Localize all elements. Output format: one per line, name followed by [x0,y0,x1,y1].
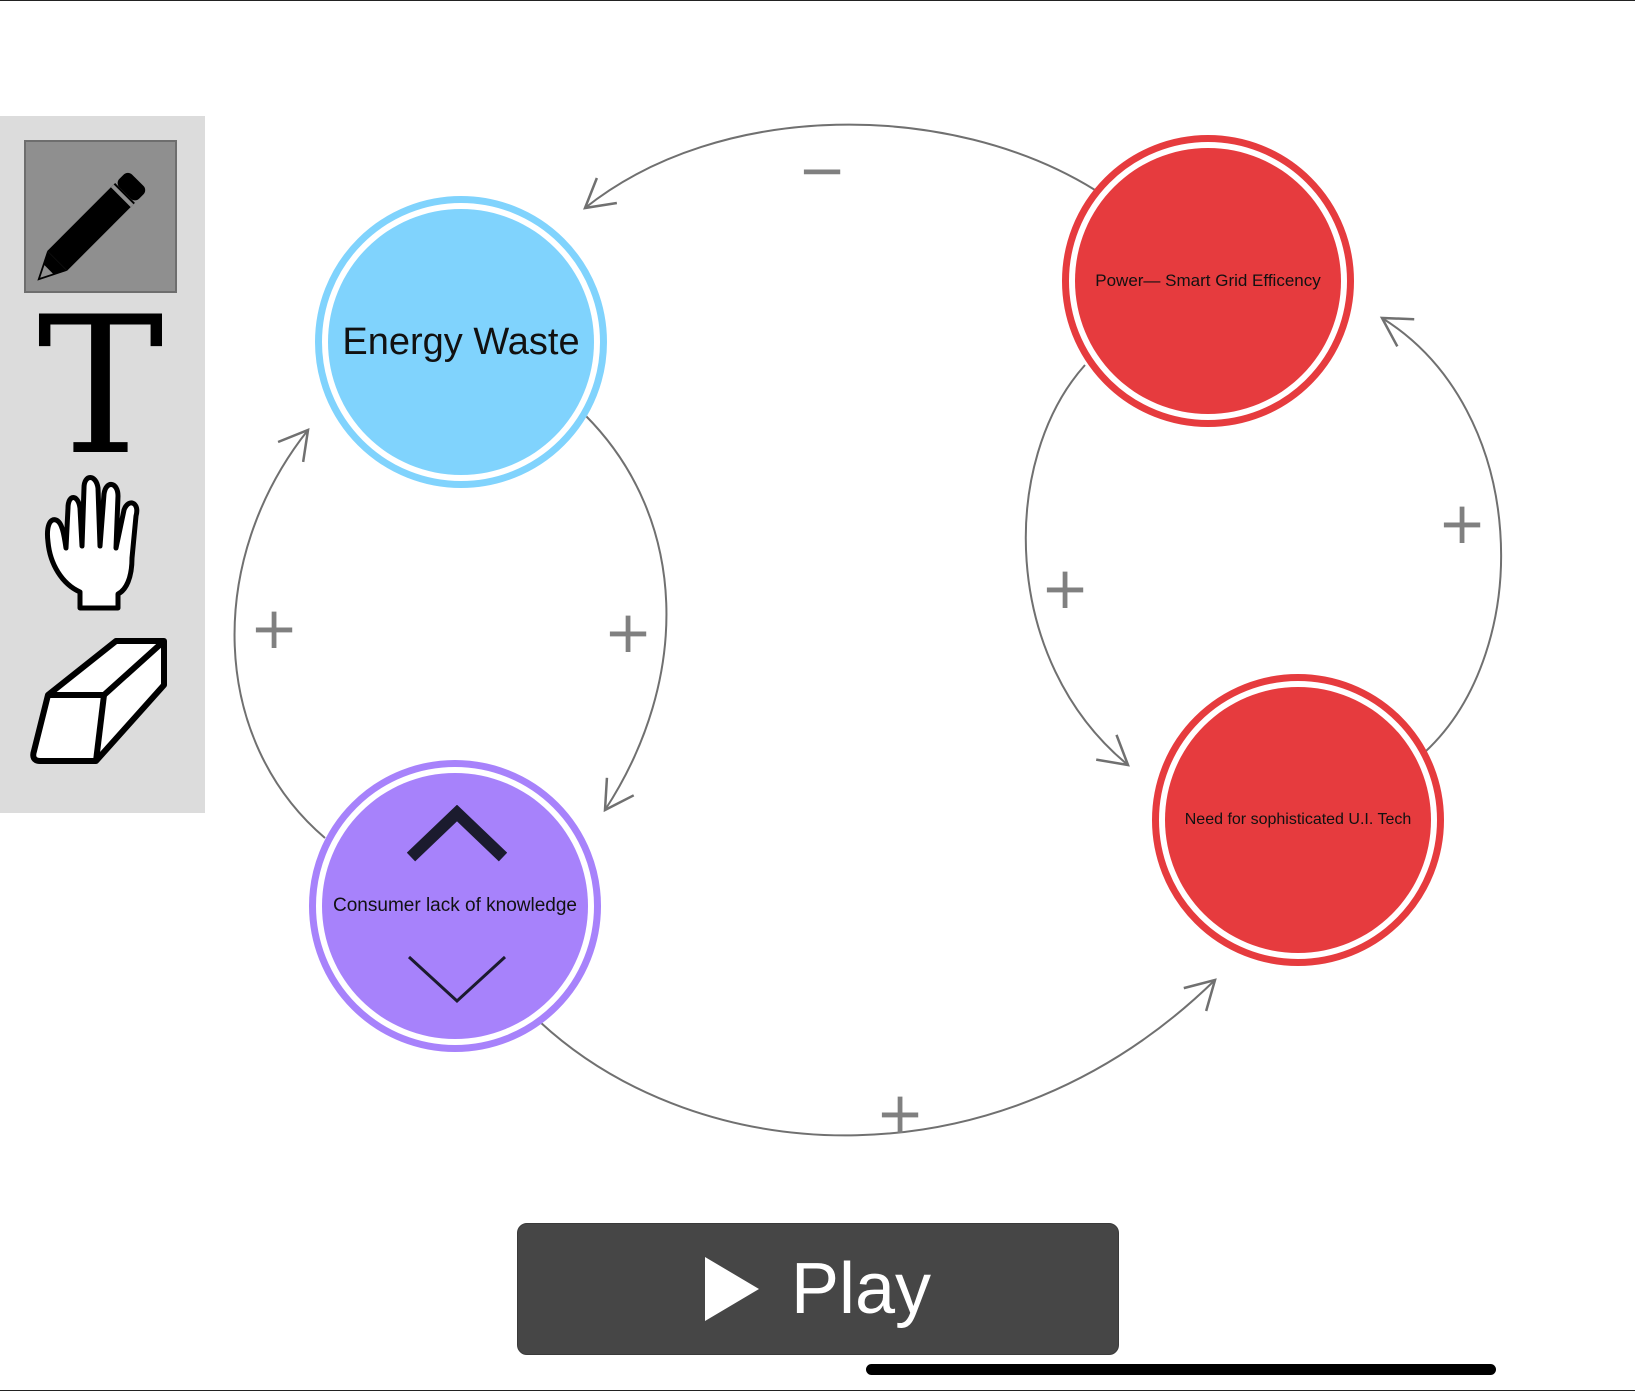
bottom-border [0,1390,1635,1391]
link-consumer-to-energy [233,428,326,839]
chevron-down-icon[interactable] [407,953,507,1007]
node-consumer-label: Consumer lack of knowledge [333,895,577,916]
node-need-label: Need for sophisticated U.I. Tech [1184,811,1412,828]
pencil-tool[interactable] [24,140,177,293]
polarity-energy-to-consumer: + [603,598,653,666]
link-power-to-energy [583,123,1096,210]
text-tool[interactable]: T [24,291,177,481]
link-consumer-to-need [539,978,1217,1137]
link-energy-to-consumer [584,414,668,813]
pencil-icon [36,172,145,281]
hand-icon [44,474,139,610]
link-power-to-need [1024,364,1130,767]
polarity-need-to-power: + [1437,489,1487,557]
node-need-ui-tech[interactable]: Need for sophisticated U.I. Tech [1152,674,1444,966]
hand-tool[interactable] [24,466,177,619]
polarity-power-to-need: + [1040,554,1090,622]
polarity-consumer-to-energy: + [249,594,299,662]
eraser-icon [29,637,167,764]
node-consumer-lack-of-knowledge[interactable]: Consumer lack of knowledge [309,760,601,1052]
chevron-up-icon[interactable] [407,805,507,865]
eraser-tool[interactable] [24,626,177,779]
top-border [0,0,1635,1]
node-power-smart-grid[interactable]: Power— Smart Grid Efficency [1062,135,1354,427]
tool-palette: T [0,116,205,813]
play-button-label: Play [790,1249,932,1329]
play-button[interactable]: Play [517,1223,1119,1355]
node-energy-waste[interactable]: Energy Waste [315,196,607,488]
polarity-consumer-to-need: + [875,1079,925,1147]
play-icon [704,1257,759,1321]
text-icon: T [37,275,164,497]
node-energy-waste-label: Energy Waste [342,320,580,363]
polarity-power-to-energy: − [797,136,847,204]
link-need-to-power [1379,316,1503,753]
home-indicator[interactable] [866,1364,1496,1375]
node-power-label: Power— Smart Grid Efficency [1095,271,1321,290]
